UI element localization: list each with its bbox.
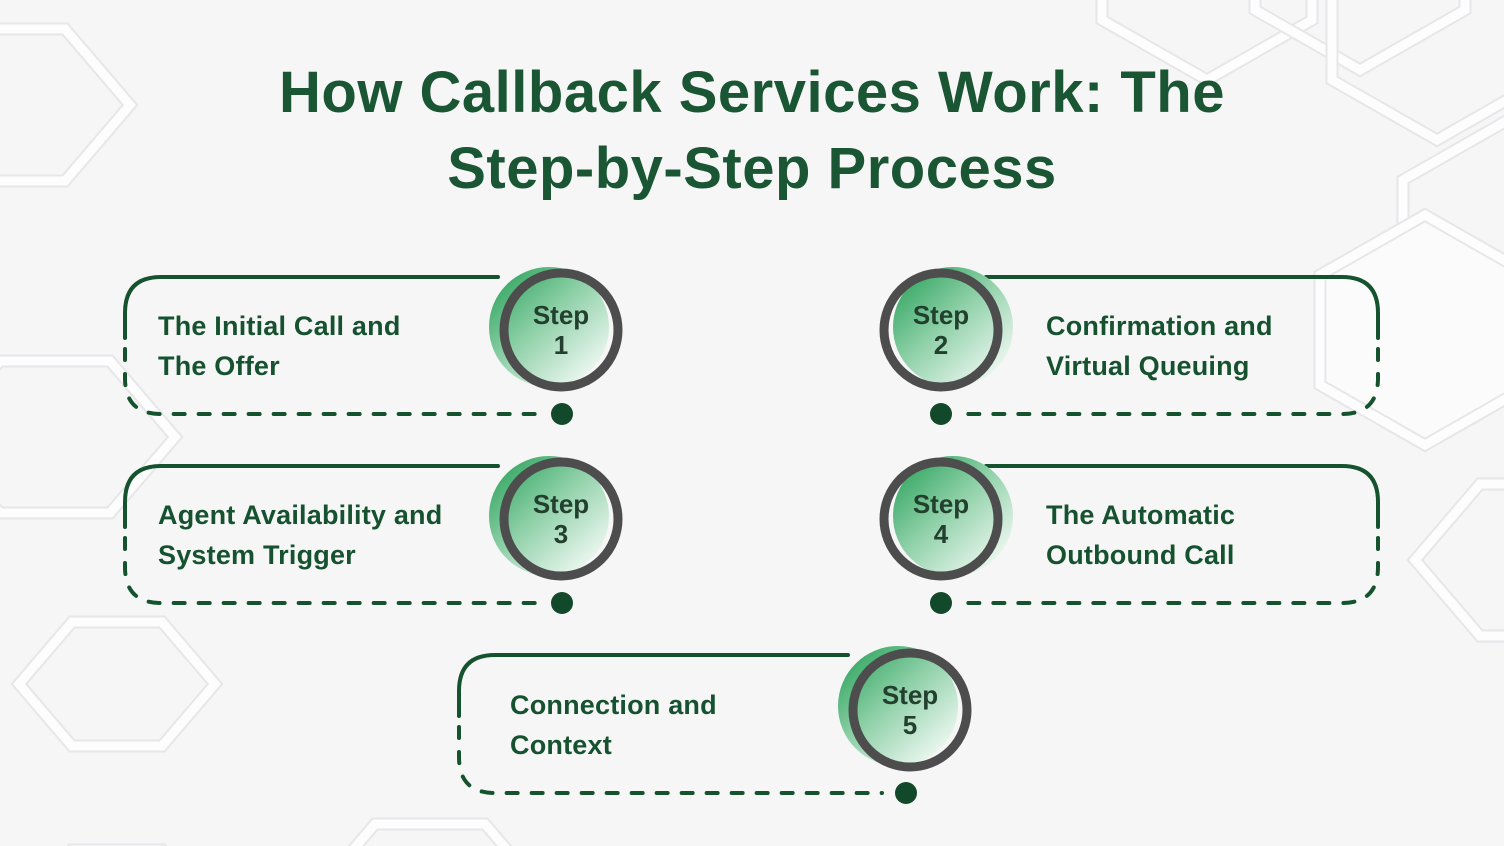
step-1-border-dashed <box>123 347 540 416</box>
step-5-badge-word: Step <box>881 680 939 710</box>
step-1-border-solid <box>123 275 500 340</box>
step-2-border-dashed <box>964 347 1380 416</box>
step-4-title: The Automatic Outbound Call <box>1046 495 1235 575</box>
step-5-badge-number: 5 <box>902 710 918 740</box>
step-3-badge-label: Step 3 <box>496 489 626 549</box>
step-3-title-line1: Agent Availability and <box>158 500 443 530</box>
page-title-line2: Step-by-Step Process <box>447 136 1057 201</box>
step-3-end-dot <box>551 592 573 614</box>
hexagon-decoration <box>0 361 175 513</box>
step-2-title-line2: Virtual Queuing <box>1046 351 1250 381</box>
step-3-badge-number: 3 <box>553 519 569 549</box>
step-5-title-line1: Connection and <box>510 690 717 720</box>
step-5-end-dot <box>895 782 917 804</box>
step-1-badge-word: Step <box>532 300 590 330</box>
step-3-badge-ring <box>499 457 623 581</box>
step-5-title-line2: Context <box>510 730 612 760</box>
page-title-line1: How Callback Services Work: The <box>279 60 1225 125</box>
step-1-badge-ring <box>499 268 623 392</box>
hexagon-decoration <box>1415 484 1504 636</box>
step-2-badge-number: 2 <box>933 330 949 360</box>
step-1-title-line1: The Initial Call and <box>158 311 401 341</box>
step-3-border-solid <box>123 464 500 529</box>
step-3-badge-word: Step <box>532 489 590 519</box>
step-5-border-dashed <box>457 725 884 795</box>
step-2-badge-label: Step 2 <box>876 300 1006 360</box>
step-1-title-line2: The Offer <box>158 351 280 381</box>
step-1-badge-number: 1 <box>553 330 569 360</box>
step-4-badge-number: 4 <box>933 519 949 549</box>
step-5-badge-label: Step 5 <box>845 680 975 740</box>
hexagon-decoration <box>310 824 550 846</box>
step-3-title: Agent Availability and System Trigger <box>158 495 442 575</box>
step-1-badge-label: Step 1 <box>496 300 626 360</box>
step-4-card <box>879 456 1380 614</box>
step-2-border-solid <box>984 275 1380 340</box>
step-4-title-line2: Outbound Call <box>1046 540 1235 570</box>
hexagon-decoration <box>1320 215 1504 445</box>
step-1-end-dot <box>551 403 573 425</box>
step-3-title-line2: System Trigger <box>158 540 356 570</box>
step-3-card <box>123 456 623 614</box>
hexagon-decoration <box>19 622 215 746</box>
step-4-border-solid <box>984 464 1380 529</box>
step-2-title: Confirmation and Virtual Queuing <box>1046 306 1273 386</box>
step-1-title: The Initial Call and The Offer <box>158 306 401 386</box>
step-2-end-dot <box>930 403 952 425</box>
step-5-badge-ring <box>848 648 972 772</box>
step-1-card <box>123 267 623 425</box>
step-4-border-dashed <box>964 536 1380 605</box>
step-2-card <box>879 267 1380 425</box>
step-4-end-dot <box>930 592 952 614</box>
step-5-title: Connection and Context <box>510 685 717 765</box>
step-2-badge-word: Step <box>912 300 970 330</box>
step-2-badge-ring <box>879 268 1003 392</box>
step-4-badge-ring <box>879 457 1003 581</box>
step-2-title-line1: Confirmation and <box>1046 311 1273 341</box>
step-5-border-solid <box>457 653 850 718</box>
step-4-badge-word: Step <box>912 489 970 519</box>
step-5-card <box>457 646 972 804</box>
step-4-title-line1: The Automatic <box>1046 500 1236 530</box>
step-3-border-dashed <box>123 536 540 605</box>
step-4-badge-label: Step 4 <box>876 489 1006 549</box>
page-title: How Callback Services Work: The Step-by-… <box>0 55 1504 207</box>
